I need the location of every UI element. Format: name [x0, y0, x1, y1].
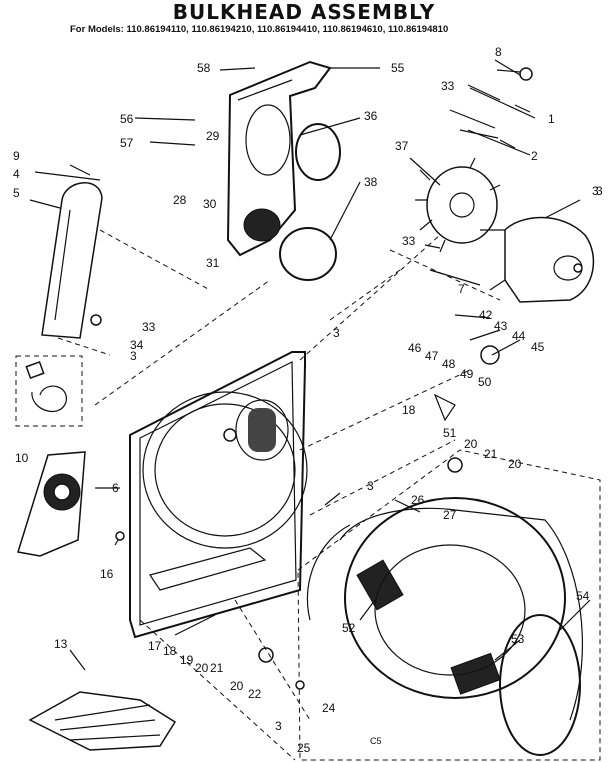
callout: 57	[120, 136, 134, 150]
blower-housing	[226, 60, 332, 257]
callout: 36	[364, 109, 378, 123]
callout: 3	[333, 326, 340, 340]
callout: 44	[512, 329, 526, 343]
models-line: For Models: 110.86194110, 110.86194210, …	[70, 24, 449, 35]
callout: 26	[411, 493, 425, 507]
callout: 22	[248, 687, 262, 701]
callout: 19	[180, 653, 194, 667]
callout: 29	[206, 129, 220, 143]
callout: 3	[596, 184, 603, 198]
callout: 33	[142, 320, 156, 334]
callout-labels: 1 2 3 4 5 6 7 8 9 10 13 16 17 18 19 20 2…	[13, 45, 603, 755]
diagram-title: BULKHEAD ASSEMBLY	[172, 0, 436, 24]
callout: 34	[130, 338, 144, 352]
callout: 28	[173, 193, 187, 207]
callout: 54	[576, 589, 590, 603]
callout: 20	[508, 457, 522, 471]
callout: 3	[592, 184, 599, 198]
callout: 33	[441, 79, 455, 93]
seal-ring-36	[295, 123, 341, 181]
callout: 9	[13, 149, 20, 163]
callout: 37	[395, 139, 409, 153]
callout: 38	[364, 175, 378, 189]
callout: 13	[54, 637, 68, 651]
callout: 50	[478, 375, 492, 389]
callout: 51	[443, 426, 457, 440]
callout: 49	[460, 367, 474, 381]
callout: 30	[203, 197, 217, 211]
callout: 45	[531, 340, 545, 354]
callout: 3	[130, 349, 137, 363]
callout: 58	[197, 61, 211, 75]
drum-seal-54	[499, 614, 581, 756]
callout: 56	[120, 112, 134, 126]
callout: 20	[230, 679, 244, 693]
callout: 17	[148, 639, 162, 653]
callout: 18	[402, 403, 416, 417]
callout: 3	[275, 719, 282, 733]
callout: 24	[322, 701, 336, 715]
harness-box	[15, 355, 83, 427]
callout: 4	[13, 167, 20, 181]
callout: 53	[511, 632, 525, 646]
assembly-guides	[57, 229, 501, 761]
callout: 52	[342, 621, 356, 635]
footer-code: C5	[370, 736, 382, 746]
callout: 20	[464, 437, 478, 451]
callout: 47	[425, 349, 439, 363]
callout: 16	[100, 567, 114, 581]
callout: 8	[495, 45, 502, 59]
callout: 3	[367, 479, 374, 493]
blower-wheel	[415, 157, 501, 253]
bulkhead-panel	[129, 351, 308, 639]
callout: 10	[15, 451, 29, 465]
callout: 5	[13, 186, 20, 200]
callout: 1	[548, 112, 555, 126]
callout: 25	[297, 741, 311, 755]
callout: 43	[494, 319, 508, 333]
callout: 48	[442, 357, 456, 371]
lint-screen	[28, 691, 177, 751]
drum	[297, 449, 601, 761]
callout: 21	[210, 661, 224, 675]
callout: 7	[458, 282, 465, 296]
callout: 55	[391, 61, 405, 75]
callout: 31	[206, 256, 220, 270]
callout: 18	[163, 644, 177, 658]
control-assembly	[17, 451, 86, 557]
callout: 2	[531, 149, 538, 163]
callout: 21	[484, 447, 498, 461]
seal-ring-38	[279, 227, 337, 281]
callout: 46	[408, 341, 422, 355]
callout: 42	[479, 308, 493, 322]
callout: 27	[443, 508, 457, 522]
exhaust-duct	[41, 182, 103, 339]
callout: 20	[195, 661, 209, 675]
callout: 6	[112, 481, 119, 495]
leader-lines	[29, 59, 591, 671]
callout: 33	[402, 234, 416, 248]
fan-housing	[480, 216, 595, 303]
fasteners	[90, 67, 533, 690]
